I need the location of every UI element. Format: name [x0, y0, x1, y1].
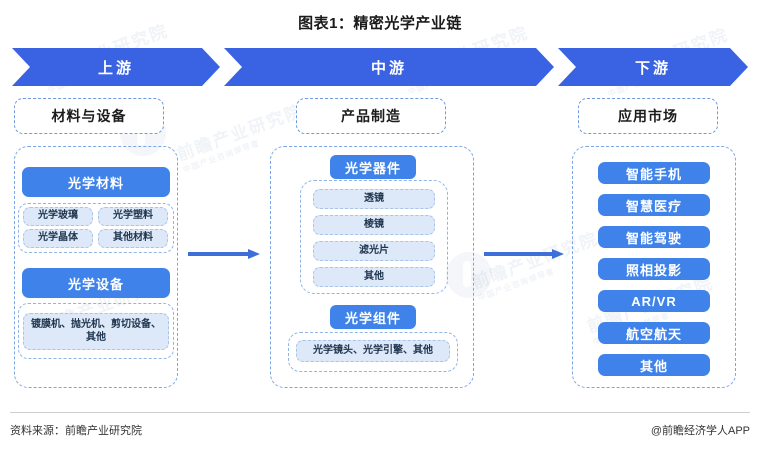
item-label: 光学镜头、光学引擎、其他 — [313, 344, 433, 356]
item-label: 棱镜 — [364, 218, 384, 230]
midstream-header: 产品制造 — [296, 98, 446, 134]
midstream-item-prism[interactable]: 棱镜 — [313, 215, 435, 235]
group-title-label: 光学组件 — [344, 310, 401, 326]
upstream-group-optical-equipment-box — [18, 303, 174, 359]
item-label: 其他材料 — [113, 232, 153, 244]
downstream-header-label: 应用市场 — [618, 108, 678, 124]
banner-segment-upstream[interactable]: 上游 — [12, 48, 220, 86]
upstream-item-other-materials[interactable]: 其他材料 — [98, 229, 168, 248]
connector-arrow-upstream-to-midstream — [188, 249, 260, 259]
footer-source: 资料来源：前瞻产业研究院 — [10, 425, 142, 437]
upstream-item-equipment-list[interactable]: 镀膜机、抛光机、剪切设备、其他 — [23, 313, 169, 350]
midstream-group-optical-devices-box — [300, 180, 448, 294]
banner-segment-label: 下游 — [634, 59, 671, 77]
arrow-shaft — [484, 252, 552, 256]
group-title-label: 光学设备 — [67, 276, 124, 292]
item-label: 光学玻璃 — [38, 210, 78, 222]
page-title: 图表1：精密光学产业链 — [298, 15, 462, 32]
downstream-header: 应用市场 — [578, 98, 718, 134]
banner-segment-midstream[interactable]: 中游 — [224, 48, 554, 86]
arrow-head-icon — [248, 249, 260, 259]
downstream-item-smart-healthcare[interactable]: 智慧医疗 — [598, 194, 710, 216]
item-label: 智能驾驶 — [625, 230, 682, 246]
arrow-head-icon — [552, 249, 564, 259]
downstream-item-other[interactable]: 其他 — [598, 354, 710, 376]
downstream-frame — [572, 146, 736, 388]
midstream-item-lens[interactable]: 透镜 — [313, 189, 435, 209]
downstream-item-ar-vr[interactable]: AR/VR — [598, 290, 710, 312]
footer-credit: @前瞻经济学人APP — [650, 425, 750, 437]
upstream-header: 材料与设备 — [14, 98, 164, 134]
banner-segment-downstream[interactable]: 下游 — [558, 48, 748, 86]
item-label: 光学晶体 — [38, 232, 78, 244]
item-label: 镀膜机、抛光机、剪切设备、其他 — [31, 319, 161, 343]
upstream-group-optical-materials-box — [18, 203, 174, 253]
item-label: 其他 — [639, 358, 668, 374]
footer-divider — [10, 412, 750, 413]
upstream-frame — [14, 146, 178, 388]
item-label: 其他 — [364, 270, 384, 282]
upstream-group-optical-equipment-title[interactable]: 光学设备 — [22, 268, 170, 298]
item-label: 智慧医疗 — [625, 198, 682, 214]
upstream-item-optical-crystal[interactable]: 光学晶体 — [23, 229, 93, 248]
item-label: 滤光片 — [359, 244, 389, 256]
downstream-item-aerospace[interactable]: 航空航天 — [598, 322, 710, 344]
midstream-item-components-list[interactable]: 光学镜头、光学引擎、其他 — [296, 340, 450, 362]
banner-segment-label: 中游 — [370, 59, 407, 77]
midstream-group-optical-components-title[interactable]: 光学组件 — [330, 305, 416, 329]
upstream-group-optical-materials-title[interactable]: 光学材料 — [22, 167, 170, 197]
item-label: 智能手机 — [625, 166, 682, 182]
midstream-frame — [270, 146, 474, 388]
group-title-label: 光学材料 — [67, 175, 124, 191]
upstream-item-optical-plastic[interactable]: 光学塑料 — [98, 207, 168, 226]
arrow-shaft — [188, 252, 248, 256]
midstream-header-label: 产品制造 — [341, 108, 401, 124]
downstream-item-photo-projection[interactable]: 照相投影 — [598, 258, 710, 280]
downstream-item-smart-driving[interactable]: 智能驾驶 — [598, 226, 710, 248]
value-chain-banner: 上游 中游 下游 — [12, 48, 748, 86]
item-label: 光学塑料 — [113, 210, 153, 222]
connector-arrow-midstream-to-downstream — [484, 249, 564, 259]
midstream-item-other[interactable]: 其他 — [313, 267, 435, 287]
item-label: 照相投影 — [625, 262, 682, 278]
item-label: 透镜 — [364, 192, 384, 204]
downstream-item-smartphone[interactable]: 智能手机 — [598, 162, 710, 184]
group-title-label: 光学器件 — [344, 160, 401, 176]
item-label: AR/VR — [631, 293, 677, 309]
upstream-item-optical-glass[interactable]: 光学玻璃 — [23, 207, 93, 226]
midstream-group-optical-components-box — [288, 332, 458, 372]
upstream-header-label: 材料与设备 — [51, 108, 127, 124]
midstream-group-optical-devices-title[interactable]: 光学器件 — [330, 155, 416, 179]
item-label: 航空航天 — [625, 326, 682, 342]
midstream-item-filter[interactable]: 滤光片 — [313, 241, 435, 261]
banner-segment-label: 上游 — [97, 59, 134, 77]
